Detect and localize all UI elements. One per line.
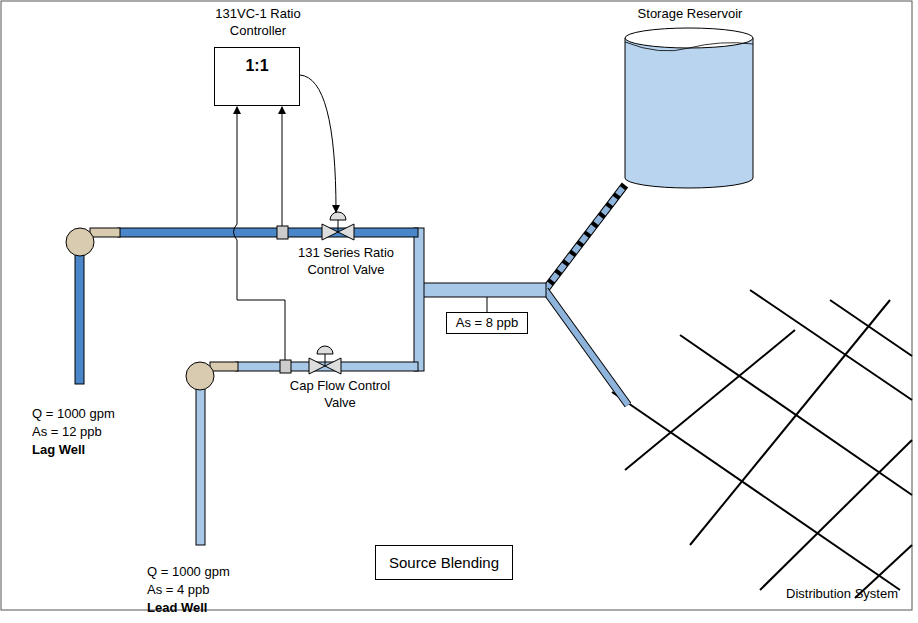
well-name: Lag Well <box>32 442 85 459</box>
caption-box: Source Blending <box>375 545 513 580</box>
valve-label: Cap Flow Control Valve <box>285 378 395 412</box>
caption-text: Source Blending <box>389 553 499 573</box>
signal-lines <box>234 75 337 360</box>
flow-label: Q = 1000 gpm <box>147 564 230 581</box>
lag-well <box>66 212 418 384</box>
flow-label: Q = 1000 gpm <box>32 406 115 423</box>
frame <box>1 1 912 610</box>
ratio-controller: 131VC-1 Ratio Controller1:1 <box>214 47 300 106</box>
concentration-box: As = 8 ppb <box>446 312 528 334</box>
valve-label: 131 Series Ratio Control Valve <box>291 245 401 279</box>
distribution-grid <box>612 290 912 598</box>
arsenic-label: As = 12 ppb <box>32 424 102 441</box>
storage-reservoir <box>625 28 753 188</box>
distribution-label: Distribution System <box>786 586 898 603</box>
reservoir-label: Storage Reservoir <box>610 6 770 23</box>
lead-well <box>186 346 418 545</box>
ratio-value: 1:1 <box>245 56 268 77</box>
arsenic-label: As = 4 ppb <box>147 582 210 599</box>
controller-title: 131VC-1 Ratio Controller <box>193 6 323 40</box>
value-text: As = 8 ppb <box>456 315 519 332</box>
well-name: Lead Well <box>147 600 207 617</box>
